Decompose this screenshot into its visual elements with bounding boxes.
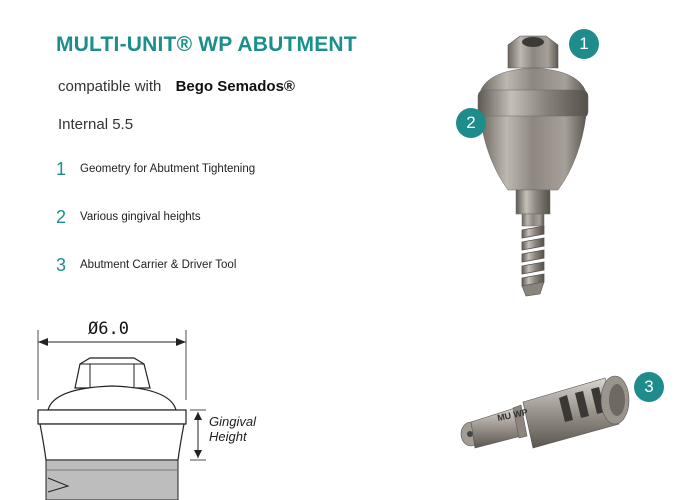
callout-badge-2: 2 (456, 108, 486, 138)
abutment-image (477, 35, 589, 297)
compat-prefix: compatible with (58, 78, 162, 95)
compat-brand: Bego Semados® (175, 78, 295, 95)
technical-drawing (37, 330, 206, 500)
diameter-dimension: Ø6.0 (88, 319, 129, 339)
feature-item: 2 Various gingival heights (56, 206, 201, 228)
feature-number: 1 (56, 158, 67, 179)
callout-badge-3: 3 (634, 372, 664, 402)
feature-number: 2 (56, 206, 67, 227)
carrier-tool-image (460, 375, 630, 449)
feature-item: 3 Abutment Carrier & Driver Tool (56, 254, 236, 276)
compatibility-line: compatible with Bego Semados® (58, 78, 295, 95)
callout-badge-1: 1 (569, 29, 599, 59)
feature-item: 1 Geometry for Abutment Tightening (56, 158, 255, 180)
gingival-label-line2: Height (209, 429, 247, 444)
feature-text: Abutment Carrier & Driver Tool (80, 259, 237, 271)
feature-text: Geometry for Abutment Tightening (80, 163, 256, 175)
gingival-height-label: Gingival Height (209, 414, 256, 444)
internal-connection: Internal 5.5 (58, 116, 134, 133)
feature-text: Various gingival heights (80, 211, 201, 223)
feature-number: 3 (56, 254, 67, 275)
product-title: MULTI-UNIT® WP ABUTMENT (56, 33, 357, 56)
gingival-label-line1: Gingival (209, 414, 256, 429)
